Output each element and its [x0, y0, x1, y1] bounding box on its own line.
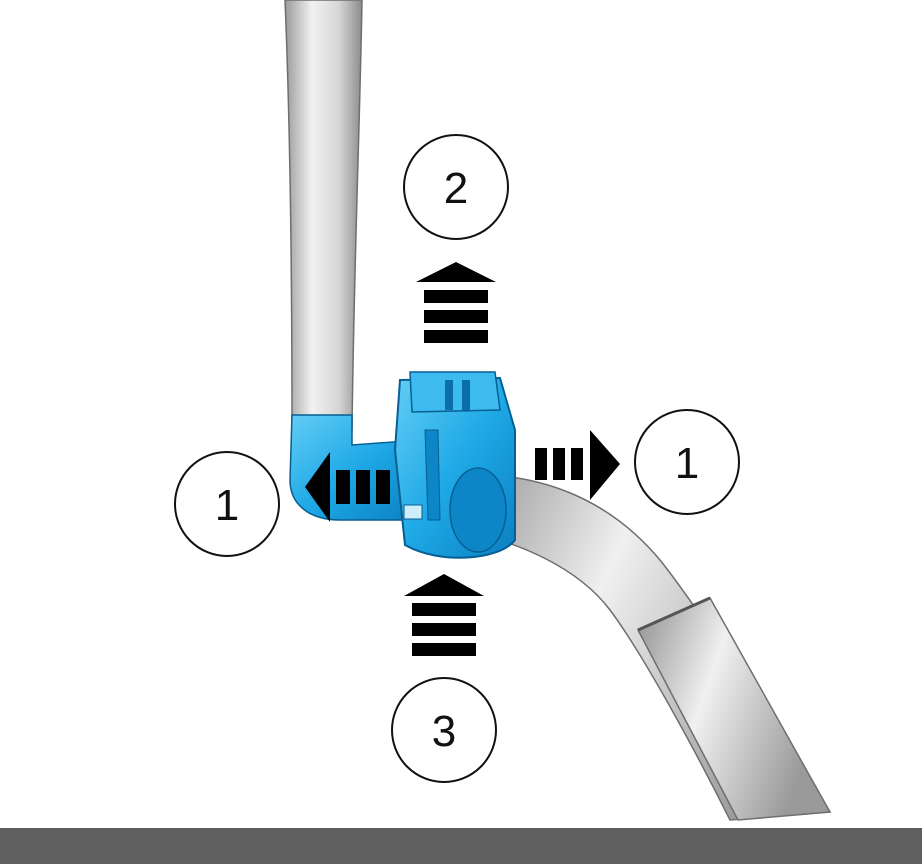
callout-top: 2: [403, 134, 509, 240]
callout-right-number: 1: [675, 439, 699, 488]
callout-left: 1: [174, 451, 280, 557]
hose-connector-diagram: 1 1 2 3: [174, 0, 832, 821]
callout-top-number: 2: [444, 164, 468, 213]
callout-right: 1: [634, 409, 740, 515]
arrow-up: [416, 262, 496, 343]
lower-hose: [454, 473, 832, 821]
arrow-right: [535, 430, 620, 500]
callout-bottom-number: 3: [432, 707, 456, 756]
arrow-left: [305, 452, 390, 522]
upper-hose: [284, 0, 363, 431]
footer-bar: [0, 828, 922, 864]
arrow-up-lower: [404, 574, 484, 656]
callout-bottom: 3: [391, 677, 497, 783]
callout-left-number: 1: [215, 481, 239, 530]
